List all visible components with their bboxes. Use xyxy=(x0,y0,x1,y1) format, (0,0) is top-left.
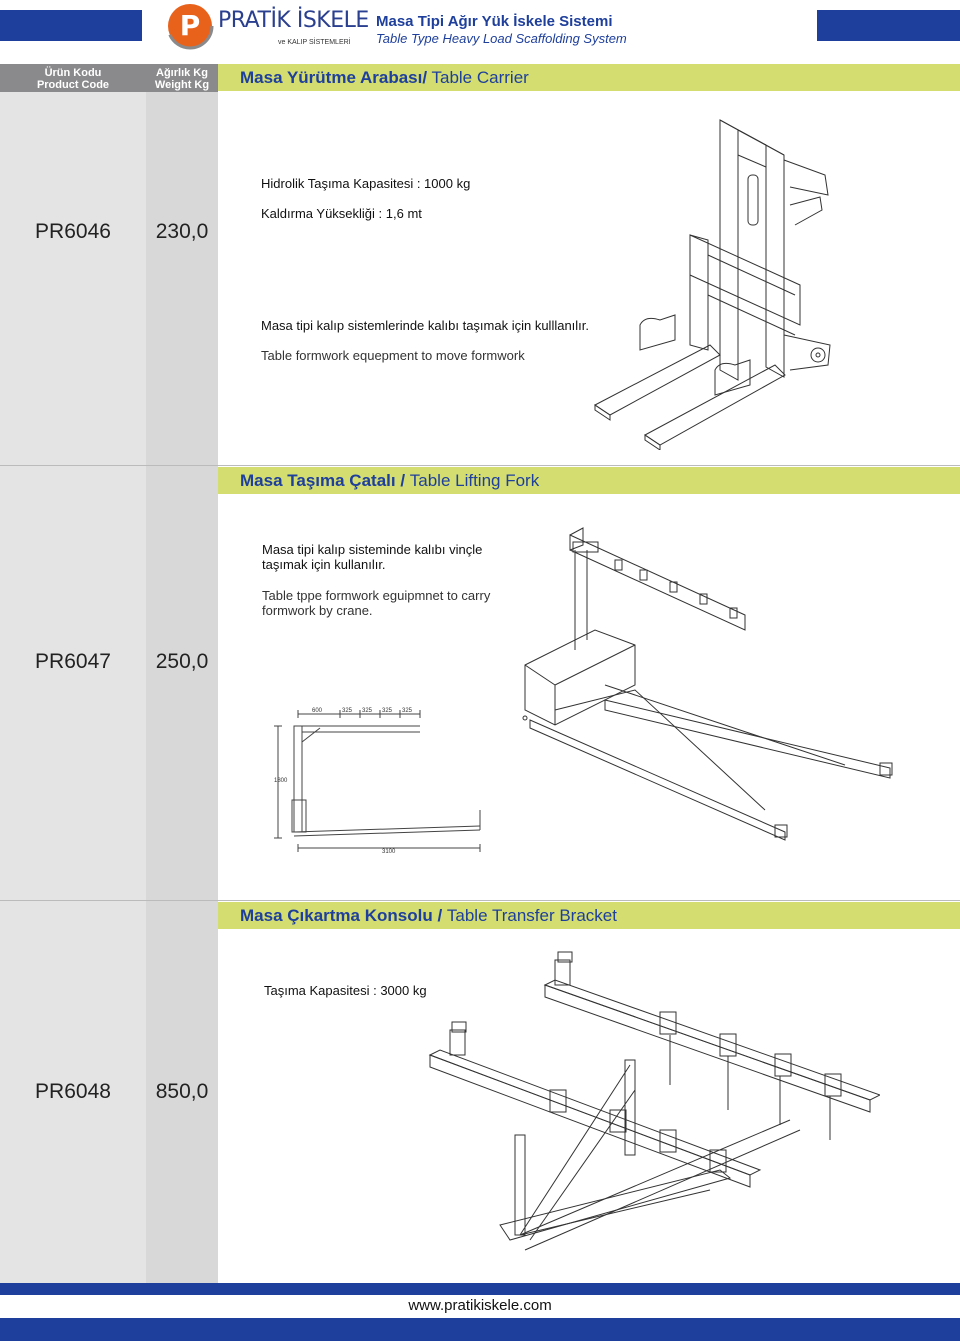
weight-column xyxy=(146,64,218,1283)
spec-lift-height: Kaldırma Yüksekliği : 1,6 mt xyxy=(261,206,422,221)
page-title: Masa Tipi Ağır Yük İskele Sistemi xyxy=(376,13,613,30)
header-left-bar xyxy=(0,10,142,41)
section-title-tr: Masa Yürütme Arabası/ xyxy=(240,68,428,87)
product-code: PR6047 xyxy=(35,650,111,673)
logo-p-icon: P xyxy=(166,2,218,50)
description-tr-line2: taşımak için kullanılır. xyxy=(262,557,386,572)
spec-capacity: Hidrolik Taşıma Kapasitesi : 1000 kg xyxy=(261,176,471,191)
dim-height: 1800 xyxy=(274,778,288,784)
section-title-table-carrier: Masa Yürütme Arabası/ Table Carrier xyxy=(218,64,960,91)
page-subtitle: Table Type Heavy Load Scaffolding System xyxy=(376,31,627,46)
code-header-en: Product Code xyxy=(36,79,110,91)
product-weight: 850,0 xyxy=(155,1080,209,1103)
dim-length: 3100 xyxy=(382,849,396,855)
transfer-bracket-drawing xyxy=(420,950,880,1275)
product-weight: 250,0 xyxy=(155,650,209,673)
section-title-tr: Masa Taşıma Çatalı / xyxy=(240,471,410,490)
description-tr: Masa tipi kalıp sistemlerinde kalıbı taş… xyxy=(261,318,590,333)
code-column xyxy=(0,64,146,1283)
dim-top-2: 325 xyxy=(342,708,353,714)
product-weight: 230,0 xyxy=(155,220,209,243)
footer-url[interactable]: www.pratikiskele.com xyxy=(408,1297,552,1314)
code-header-tr: Ürün Kodu xyxy=(44,67,102,79)
section-divider xyxy=(0,465,960,466)
company-logo: P PRATİK İSKELE ve KALIP SİSTEMLERİ xyxy=(166,2,369,52)
code-column-header: Ürün Kodu Product Code xyxy=(0,64,146,92)
weight-header-en: Weight Kg xyxy=(154,79,210,91)
description-en: Table formwork equepment to move formwor… xyxy=(261,348,525,363)
header-right-bar xyxy=(817,10,960,41)
section-title-transfer-bracket: Masa Çıkartma Konsolu / Table Transfer B… xyxy=(218,902,960,929)
section-title-tr: Masa Çıkartma Konsolu / xyxy=(240,906,447,925)
section-divider xyxy=(0,900,960,901)
product-code: PR6048 xyxy=(35,1080,111,1103)
dim-top-4: 325 xyxy=(382,708,393,714)
spec-capacity: Taşıma Kapasitesi : 3000 kg xyxy=(264,983,427,998)
product-code: PR6046 xyxy=(35,220,111,243)
dim-top-3: 325 xyxy=(362,708,373,714)
brand-subtitle: ve KALIP SİSTEMLERİ xyxy=(278,39,351,46)
section-title-lifting-fork: Masa Taşıma Çatalı / Table Lifting Fork xyxy=(218,467,960,494)
footer-bottom-bar xyxy=(0,1318,960,1341)
weight-header-tr: Ağırlık Kg xyxy=(156,67,208,79)
dim-top-1: 600 xyxy=(312,708,323,714)
description-tr-line1: Masa tipi kalıp sisteminde kalıbı vinçle xyxy=(262,542,483,557)
section-title-en: Table Carrier xyxy=(427,68,529,87)
description-en-line2: formwork by crane. xyxy=(262,603,373,618)
logo-letter: P xyxy=(180,9,201,42)
brand-name: PRATİK İSKELE xyxy=(218,8,369,33)
lifting-fork-dimension-drawing: 600 325 325 325 325 1800 3100 xyxy=(274,708,510,855)
section-title-en: Table Lifting Fork xyxy=(409,471,540,490)
dim-top-5: 325 xyxy=(402,708,413,714)
footer-top-bar xyxy=(0,1283,960,1295)
section-title-en: Table Transfer Bracket xyxy=(446,906,617,925)
description-en-line1: Table tppe formwork eguipmnet to carry xyxy=(262,588,491,603)
table-carrier-drawing xyxy=(590,115,840,450)
weight-column-header: Ağırlık Kg Weight Kg xyxy=(146,64,218,92)
lifting-fork-drawing xyxy=(515,520,900,845)
